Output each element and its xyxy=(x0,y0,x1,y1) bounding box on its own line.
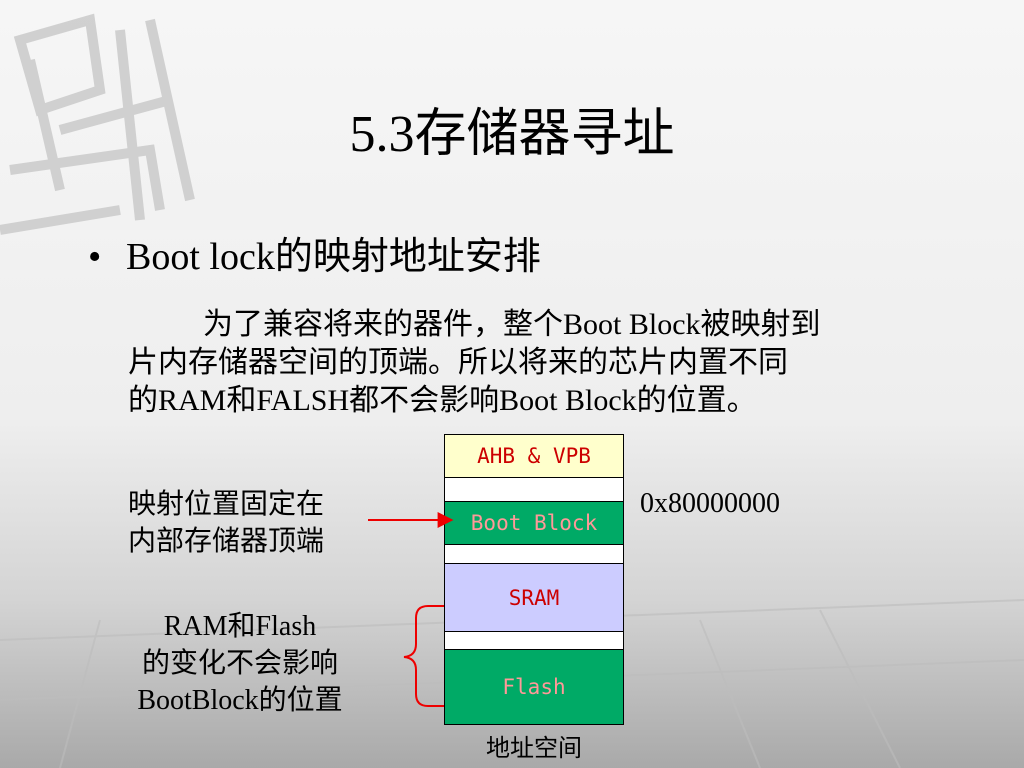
description-paragraph: 为了兼容将来的器件，整个Boot Block被映射到 片内存储器空间的顶端。所以… xyxy=(128,306,928,420)
memory-change-note-line: RAM和Flash xyxy=(163,611,317,642)
memory-change-note: RAM和Flash 的变化不会影响 BootBlock的位置 xyxy=(100,608,380,719)
memory-change-note-line: 的变化不会影响 xyxy=(141,648,338,679)
mapping-note: 映射位置固定在 内部存储器顶端 xyxy=(96,486,356,560)
mapping-note-line: 内部存储器顶端 xyxy=(127,526,324,557)
bullet-dot: • xyxy=(88,236,102,278)
page-title: 5.3存储器寻址 xyxy=(349,106,675,163)
segment-ahb-vpb: AHB & VPB xyxy=(444,434,624,478)
bullet-item: • Boot lock的映射地址安排 xyxy=(88,232,541,282)
paragraph-line: 的RAM和FALSH都不会影响Boot Block的位置。 xyxy=(128,384,757,417)
memory-map-caption: 地址空间 xyxy=(486,736,582,762)
brace-bracket xyxy=(403,605,444,707)
paragraph-line: 片内存储器空间的顶端。所以将来的芯片内置不同 xyxy=(128,346,788,379)
segment-flash: Flash xyxy=(444,649,624,725)
segment-sram: SRAM xyxy=(444,563,624,632)
paragraph-line: 为了兼容将来的器件，整个Boot Block被映射到 xyxy=(203,308,821,341)
mapping-note-line: 映射位置固定在 xyxy=(127,489,324,520)
boot-block-address: 0x80000000 xyxy=(640,488,780,519)
segment-gap xyxy=(444,544,624,564)
segment-boot-block: Boot Block xyxy=(444,501,624,545)
segment-gap xyxy=(444,631,624,650)
bullet-text: Boot lock的映射地址安排 xyxy=(126,236,541,278)
memory-change-note-line: BootBlock的位置 xyxy=(137,685,343,716)
segment-gap xyxy=(444,477,624,502)
